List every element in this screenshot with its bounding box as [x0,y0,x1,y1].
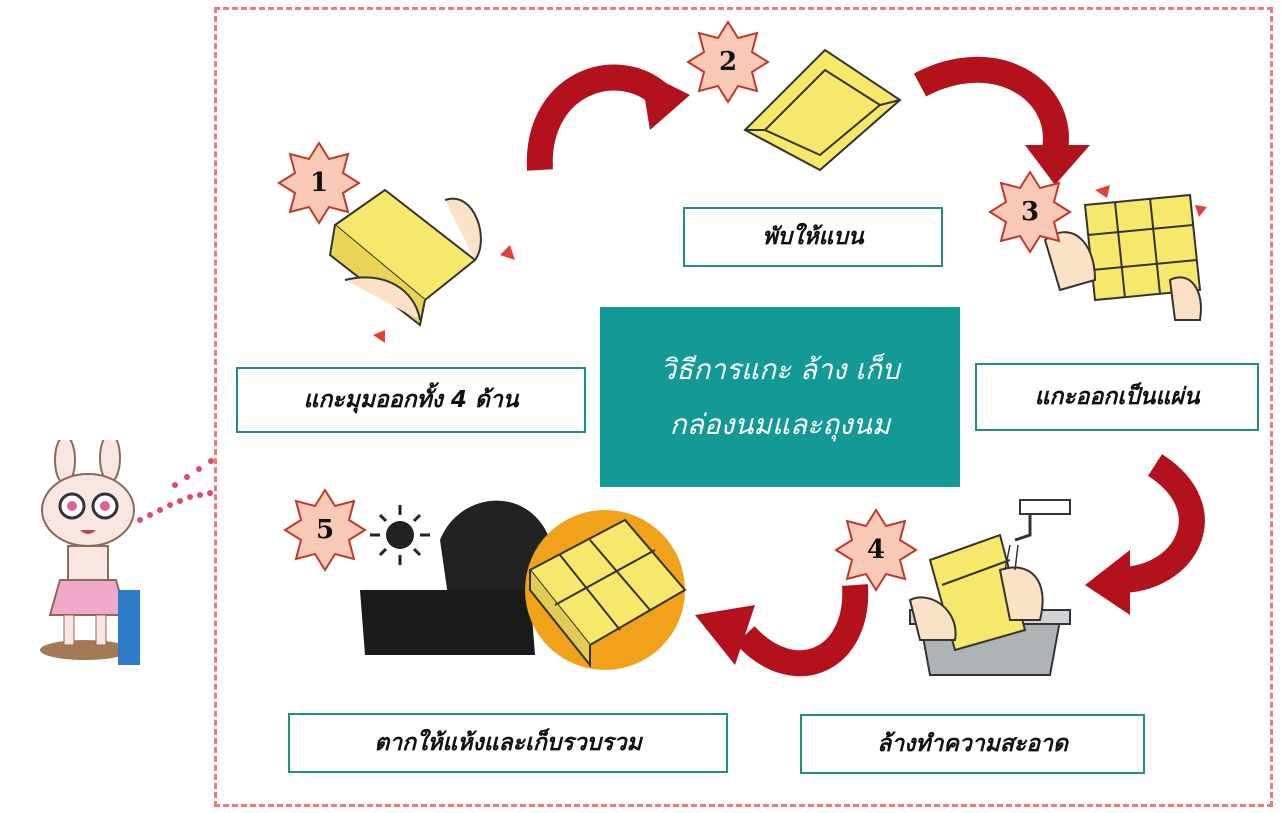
step-3-label: แกะออกเป็นแผ่น [975,363,1259,431]
step-5-number-badge: 5 [283,488,367,572]
step-2-number-badge: 2 [686,20,770,104]
rabbit-mascot-illustration [40,440,140,665]
step3-unfold-illustration [1043,185,1207,321]
step4-wash-illustration [908,499,1071,676]
star-icon [283,488,367,572]
star-icon [834,508,918,592]
arrow-1-to-2 [526,64,690,171]
step-4-number-badge: 4 [834,508,918,592]
dashed-frame [214,7,1273,807]
step-2-label: พับให้แบน [683,207,943,267]
arrow-3-to-4 [1085,454,1205,615]
arrow-2-to-3 [913,56,1090,185]
step-5-label: ตากให้แห้งและเก็บรวบรวม [288,713,728,773]
step2-flat-box-illustration [743,48,902,172]
step-4-label: ล้างทำความสะอาด [800,714,1145,774]
star-icon [988,170,1072,254]
arrow-4-to-5 [695,584,869,677]
step1-box-illustration [328,188,515,343]
step-1-label: แกะมุมออกทั้ง 4 ด้าน [236,367,586,433]
step-1-number-badge: 1 [277,141,361,225]
title-line-1: วิธีการแกะ ล้าง เก็บ [660,353,900,386]
step-1-number: 1 [309,168,329,198]
step5-dry-illustration [360,500,687,670]
center-title-box: วิธีการแกะ ล้าง เก็บ กล่องนมและถุงนม [600,307,960,487]
speech-dots [137,458,214,523]
step-3-number: 3 [1020,197,1040,227]
step-5-number: 5 [315,515,335,545]
step-4-number: 4 [866,535,886,565]
star-icon [277,141,361,225]
star-icon [686,20,770,104]
step-3-number-badge: 3 [988,170,1072,254]
step-2-number: 2 [718,47,738,77]
title-line-2: กล่องนมและถุงนม [669,408,891,441]
